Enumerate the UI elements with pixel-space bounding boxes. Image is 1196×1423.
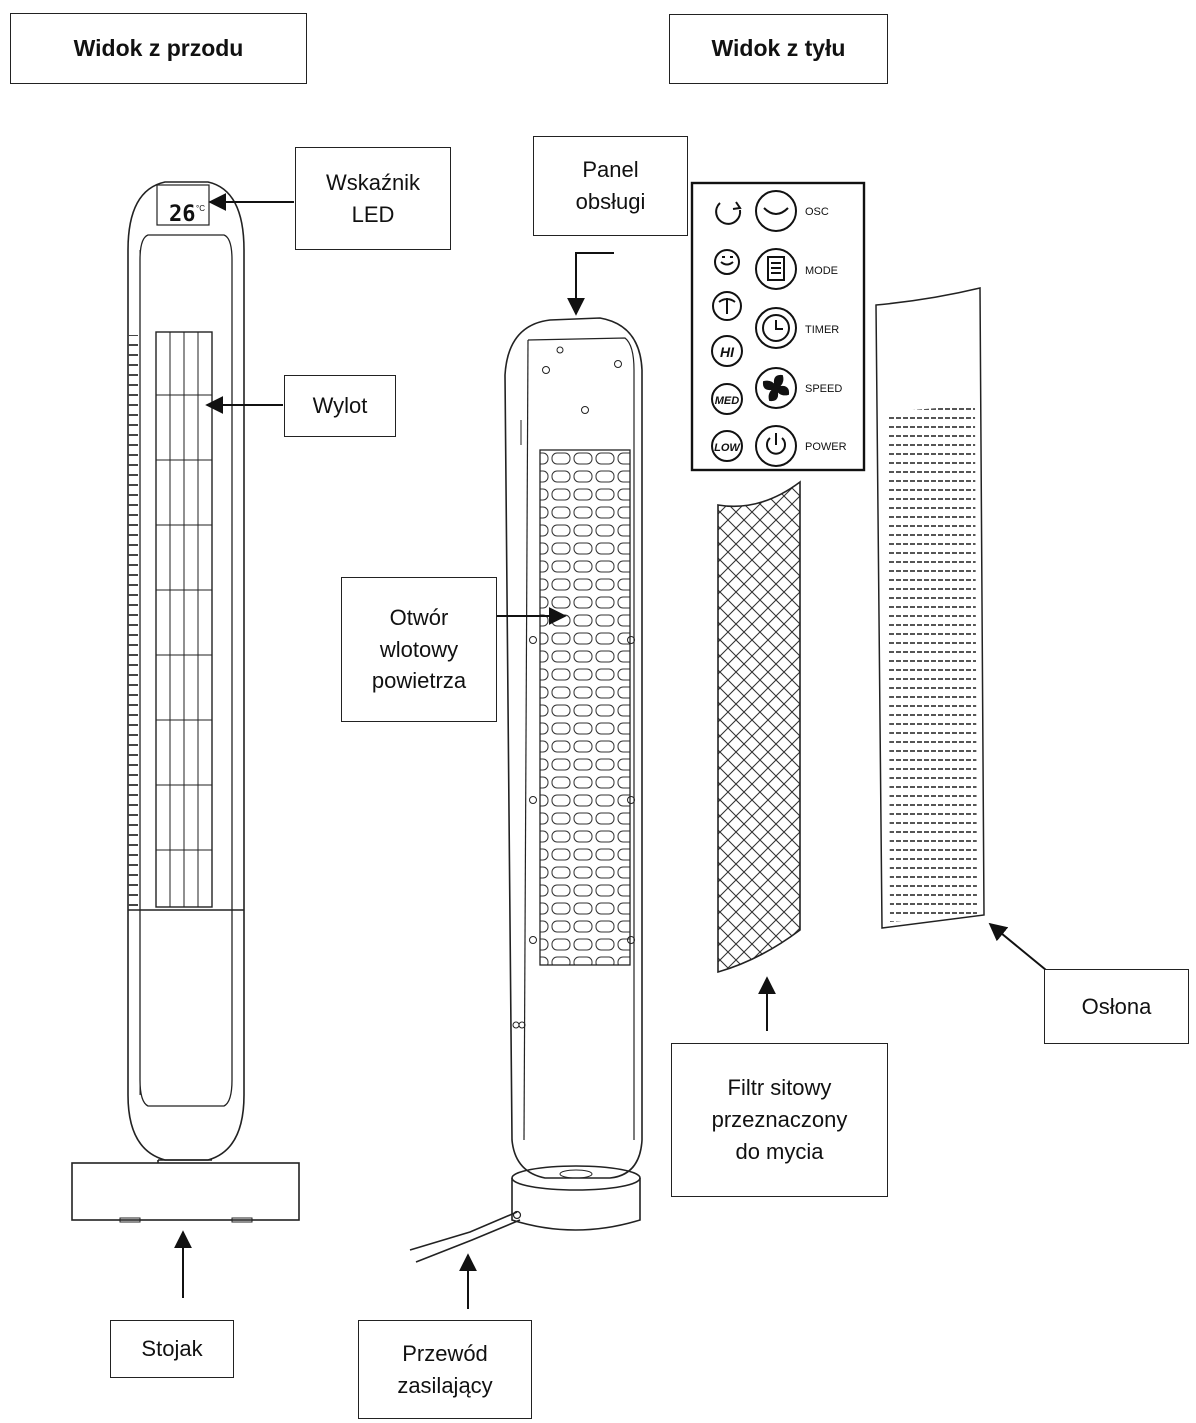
back-tower (409, 317, 643, 1263)
speed-low-label: LOW (714, 442, 741, 454)
front-tower (71, 181, 300, 1223)
arrow-cover (988, 922, 1047, 971)
led-display-unit: °C (196, 204, 205, 213)
osc-button-label: OSC (805, 206, 829, 218)
callout-arrows (174, 193, 1047, 1309)
speed-button-label: SPEED (805, 383, 842, 395)
front-view-heading: Widok z przodu (10, 13, 307, 84)
back-view-heading: Widok z tyłu (669, 14, 888, 84)
power-cord-label: Przewód zasilający (358, 1320, 532, 1419)
cover-perforations (888, 405, 977, 922)
led-indicator-label: Wskaźnik LED (295, 147, 451, 250)
mode-button-label: MODE (805, 265, 838, 277)
outlet-label: Wylot (284, 375, 396, 437)
mesh-filter-label: Filtr sitowy przeznaczony do mycia (671, 1043, 888, 1197)
power-button-label: POWER (805, 441, 847, 453)
stand-label: Stojak (110, 1320, 234, 1378)
arrow-panel (567, 252, 614, 316)
mesh-filter (717, 480, 801, 974)
speed-med-label: MED (715, 395, 740, 407)
control-panel-icons (711, 190, 797, 467)
cover-label: Osłona (1044, 969, 1189, 1044)
led-display-value: 26 (169, 202, 196, 227)
air-intake-label: Otwór wlotowy powietrza (341, 577, 497, 722)
timer-button-label: TIMER (805, 324, 839, 336)
control-panel-label: Panel obsługi (533, 136, 688, 236)
speed-hi-label: HI (720, 344, 735, 360)
